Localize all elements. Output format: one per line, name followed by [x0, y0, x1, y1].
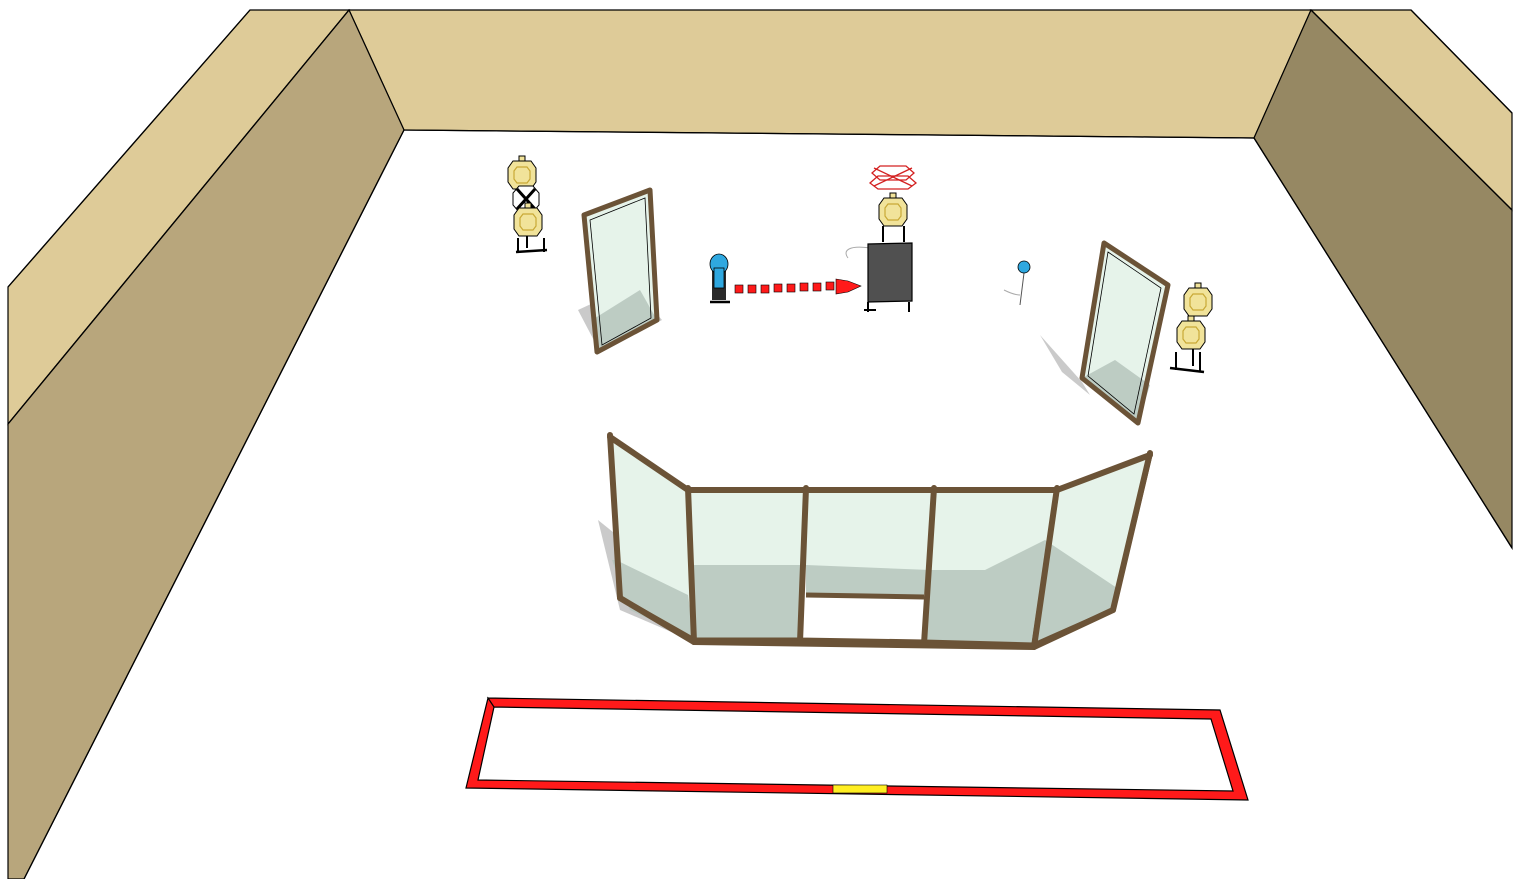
back-wall — [348, 9, 1312, 139]
target-bottom — [1176, 315, 1206, 350]
room-walls — [7, 8, 1513, 879]
fault-line-marker — [832, 784, 888, 794]
activation-path — [734, 278, 862, 295]
right-barrier — [1040, 240, 1171, 426]
target-top — [507, 155, 537, 190]
left-target-stand — [507, 155, 548, 254]
moving-target-with-cover — [845, 165, 918, 312]
center-wall — [598, 432, 1153, 651]
mover-target — [878, 192, 908, 227]
target-top — [1183, 282, 1213, 317]
shooting-box — [465, 696, 1249, 801]
right-popper — [1003, 260, 1031, 306]
swinger-path — [868, 165, 918, 190]
right-target-stand — [1169, 282, 1213, 374]
activator-popper — [709, 253, 730, 304]
left-barrier — [578, 187, 662, 355]
